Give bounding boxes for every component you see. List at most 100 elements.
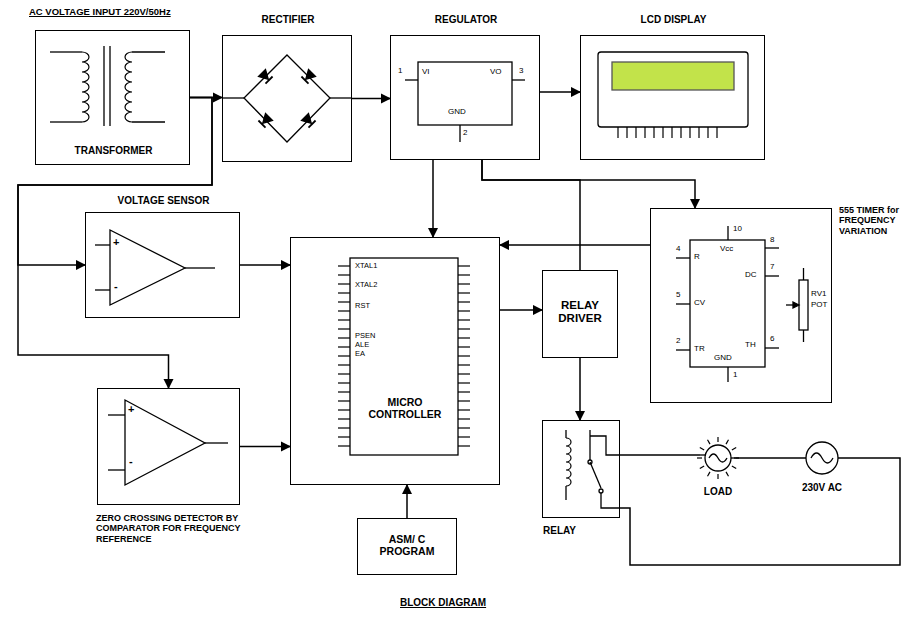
block-label: 555 TIMER for FREQUENCY VARIATION	[839, 205, 911, 236]
diode-symbol	[301, 113, 315, 127]
connector	[620, 454, 700, 456]
mcu-pin	[458, 265, 470, 266]
opamp-input-sign: -	[129, 456, 133, 467]
pin-label: 3	[519, 67, 523, 75]
pin	[459, 125, 460, 142]
bulb-symbol	[705, 445, 731, 471]
block-label: REGULATOR	[391, 14, 541, 26]
pin	[765, 347, 779, 348]
mcu-pin	[338, 382, 350, 383]
block-label: AC VOLTAGE INPUT 220V/50Hz	[29, 7, 239, 18]
timer-chip	[690, 240, 765, 367]
core-line	[103, 46, 104, 126]
pin-label: R	[694, 253, 700, 261]
pin-label: XTAL2	[355, 281, 377, 289]
block-label: MICRO CONTROLLER	[365, 396, 445, 420]
mcu-pin	[338, 274, 350, 275]
block-box: LCD DISPLAY	[580, 35, 765, 160]
pin	[765, 275, 779, 276]
pin	[512, 79, 525, 80]
pin-label: 2	[676, 337, 680, 345]
connector	[432, 160, 434, 237]
pin	[95, 244, 110, 245]
mcu-pin	[338, 445, 350, 446]
block-sublabel: TRANSFORMER	[36, 145, 191, 157]
pin	[405, 79, 418, 80]
pin-label: DC	[745, 271, 757, 279]
transformer-coil	[125, 52, 132, 122]
pin	[95, 289, 110, 290]
block-box: RELAY	[542, 420, 620, 518]
lcd-pin	[680, 127, 681, 138]
block-label: ZERO CROSSING DETECTOR BY COMPARATOR FOR…	[96, 513, 296, 544]
lcd-pin	[644, 127, 645, 138]
block-label: RECTIFIER	[223, 14, 353, 26]
pin-label: 4	[676, 245, 680, 253]
mcu-pin	[338, 310, 350, 311]
pin-label: VI	[422, 68, 430, 76]
mcu-pin	[338, 418, 350, 419]
pin-label: Vcc	[720, 245, 733, 253]
pin-label: 6	[770, 335, 774, 343]
connector	[500, 244, 650, 246]
mcu-pin	[458, 409, 470, 410]
mcu-pin	[458, 292, 470, 293]
mcu-pin	[458, 382, 470, 383]
mcu-pin	[458, 283, 470, 284]
mcu-pin	[458, 328, 470, 329]
switch-lead	[590, 436, 620, 455]
diode-symbol	[258, 69, 272, 83]
bulb-filament	[709, 454, 727, 462]
bulb-ray	[717, 474, 718, 479]
pin-label: POT	[811, 301, 827, 309]
block-label: LOAD	[688, 486, 748, 498]
pin-label: 1	[733, 371, 737, 379]
pin-label: EA	[355, 350, 365, 358]
pin	[676, 257, 690, 258]
block-label: 230V AC	[787, 482, 857, 494]
bulb-ray	[700, 448, 704, 451]
bridge-outline	[244, 55, 330, 142]
pot-wiper	[793, 302, 799, 308]
lcd-pin	[716, 127, 717, 138]
mcu-pin	[338, 364, 350, 365]
diode-symbol	[258, 113, 272, 127]
opamp-input-sign: +	[128, 404, 134, 415]
bulb-ray	[697, 457, 702, 458]
mcu-pin	[338, 328, 350, 329]
bulb-ray	[708, 472, 711, 476]
bulb-ray	[726, 440, 729, 444]
bulb-ray	[700, 466, 704, 469]
block-label: RELAY DRIVER	[545, 299, 615, 325]
switch-contact	[588, 460, 592, 464]
pin	[727, 367, 728, 382]
mcu-pin	[338, 283, 350, 284]
connector	[579, 358, 581, 420]
pin	[803, 330, 804, 342]
connector	[18, 98, 212, 389]
pin-label: XTAL1	[355, 262, 377, 270]
bulb-ray	[717, 437, 718, 442]
bulb-ray	[732, 466, 736, 469]
lcd-pin	[662, 127, 663, 138]
lcd-pin	[689, 127, 690, 138]
opamp-input-sign: -	[114, 281, 118, 292]
connector	[620, 458, 900, 565]
pin	[108, 469, 125, 470]
block-box: 230V AC	[806, 442, 838, 474]
block-box: ZERO CROSSING DETECTOR BY COMPARATOR FOR…	[97, 388, 240, 505]
mcu-pin	[338, 337, 350, 338]
block-box: RELAY DRIVER	[542, 270, 618, 358]
lead-wire	[132, 121, 165, 122]
mcu-pin	[338, 292, 350, 293]
pin-label: GND	[714, 354, 732, 362]
lead-wire	[132, 51, 165, 52]
mcu-pin	[458, 364, 470, 365]
block-box: 555 TIMER for FREQUENCY VARIATION	[650, 208, 832, 403]
ac-source-symbol	[806, 442, 838, 474]
lead-wire	[222, 97, 244, 98]
switch-lead	[589, 430, 590, 460]
connector	[500, 309, 542, 311]
block-box: ASM/ C PROGRAM	[357, 518, 457, 575]
